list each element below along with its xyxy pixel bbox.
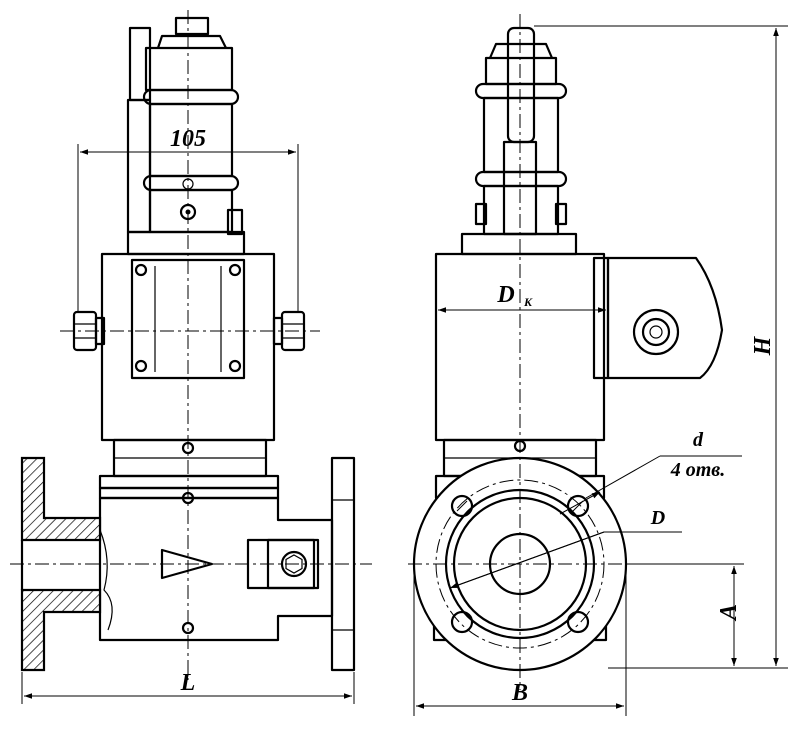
label-bolt-circle: D [650, 507, 665, 529]
dimension-l: L [21, 670, 355, 704]
dimension-b: B [413, 564, 627, 716]
label-a: A [716, 604, 742, 622]
side-actuator [460, 26, 578, 256]
label-hole-d: d [693, 429, 704, 451]
label-dk: D [496, 282, 514, 308]
leader-bolt-circle: D [449, 507, 682, 589]
side-coil-housing [434, 252, 724, 442]
dimension-dk: D K [438, 282, 606, 313]
label-b: B [511, 680, 528, 706]
leader-hole: d 4 отв. [559, 429, 742, 515]
front-view: 105 L [10, 10, 372, 704]
side-view: D K d 4 отв. D B [408, 14, 788, 716]
label-l: L [180, 670, 196, 696]
dimension-a: A [608, 563, 788, 669]
label-dk-subscript: K [523, 295, 533, 309]
label-holes-count: 4 отв. [670, 459, 726, 481]
front-coil-housing [72, 252, 306, 442]
label-h: H [750, 335, 776, 356]
label-105: 105 [170, 126, 206, 152]
dimension-105: 105 [77, 126, 299, 312]
dimension-h: H [534, 25, 788, 666]
front-bonnet [98, 438, 280, 500]
